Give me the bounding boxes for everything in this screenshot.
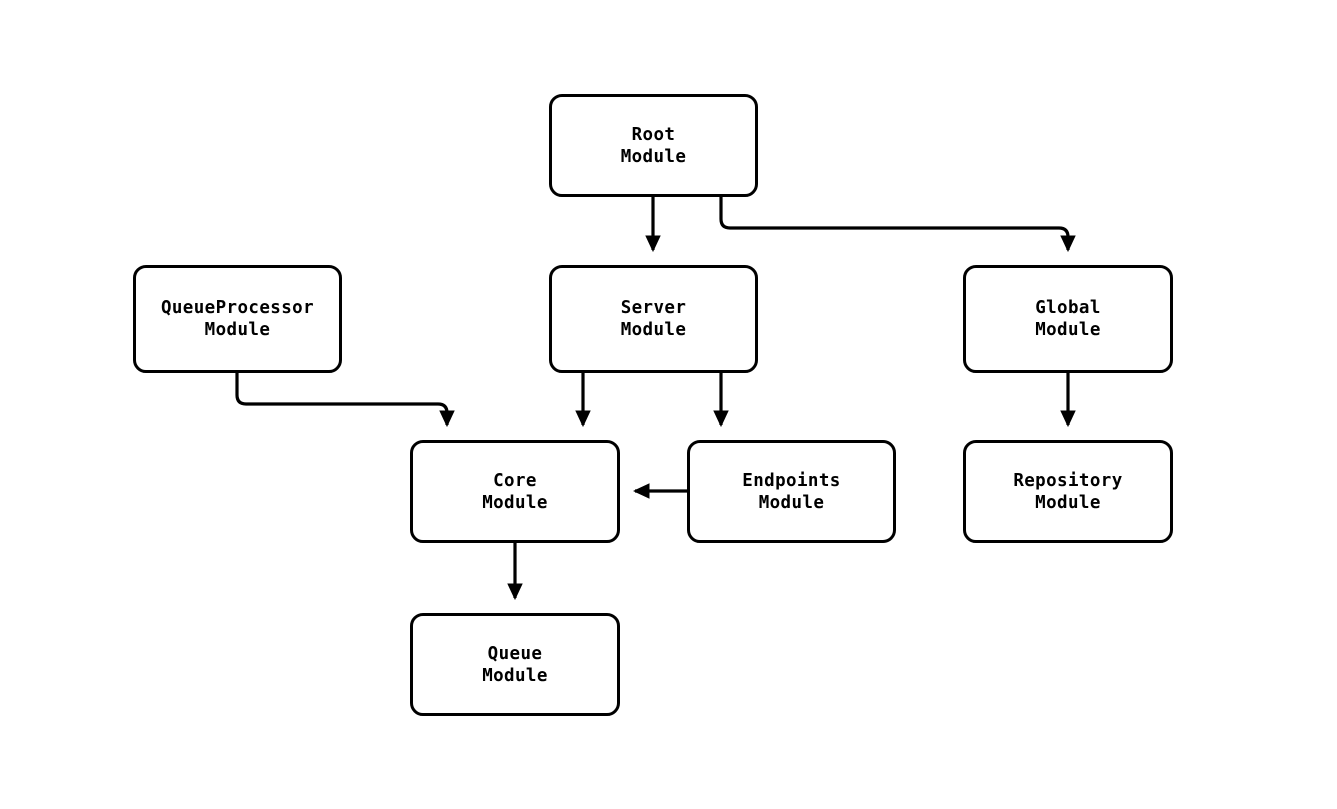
node-server-module-label: Server Module bbox=[620, 298, 687, 340]
node-queueprocessor-module[interactable]: QueueProcessor Module bbox=[133, 265, 342, 373]
node-server-module[interactable]: Server Module bbox=[549, 265, 758, 373]
node-repository-module-label: Repository Module bbox=[1013, 470, 1123, 513]
node-core-module[interactable]: Core Module bbox=[410, 440, 620, 543]
node-queue-module[interactable]: Queue Module bbox=[410, 613, 620, 716]
edge-root-to-global bbox=[719, 197, 1076, 253]
node-queue-module-label: Queue Module bbox=[482, 643, 548, 686]
node-root-module-label: Root Module bbox=[620, 124, 687, 167]
node-repository-module[interactable]: Repository Module bbox=[963, 440, 1173, 543]
node-root-module[interactable]: Root Module bbox=[549, 94, 758, 197]
node-core-module-label: Core Module bbox=[482, 470, 548, 513]
node-endpoints-module[interactable]: Endpoints Module bbox=[687, 440, 896, 543]
node-global-module[interactable]: Global Module bbox=[963, 265, 1173, 373]
node-global-module-label: Global Module bbox=[1035, 298, 1101, 340]
node-endpoints-module-label: Endpoints Module bbox=[742, 470, 841, 513]
edge-queueprocessor-to-core bbox=[235, 373, 455, 428]
node-queueprocessor-module-label: QueueProcessor Module bbox=[160, 298, 315, 340]
